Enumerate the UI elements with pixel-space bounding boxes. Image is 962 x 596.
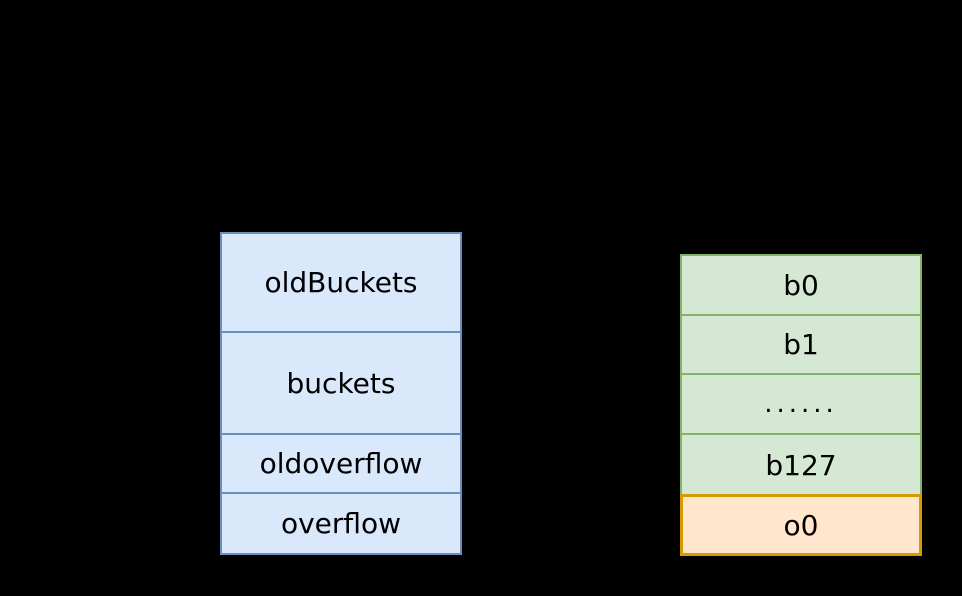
cell-oldbuckets: oldBuckets: [222, 234, 460, 333]
cell-oldoverflow: oldoverflow: [222, 435, 460, 494]
buckets-array-table: b0 b1 ...... b127: [680, 254, 922, 496]
cell-buckets: buckets: [222, 333, 460, 435]
hmap-struct-table: oldBuckets buckets oldoverflow overflow: [220, 232, 462, 555]
cell-b0: b0: [682, 256, 920, 316]
cell-overflow: overflow: [280, 507, 402, 540]
cell-b1: b1: [682, 316, 920, 375]
overflow-cell-o0: o0: [680, 494, 922, 556]
cell-b127: b127: [765, 449, 837, 482]
cell-ellipsis: ......: [682, 375, 920, 435]
